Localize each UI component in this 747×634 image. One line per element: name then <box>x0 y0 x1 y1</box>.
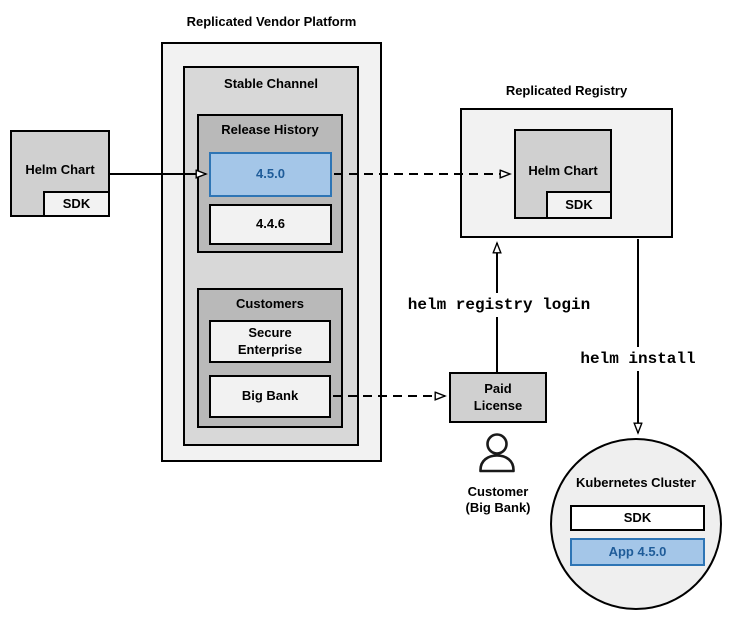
customer-caption: Customer (Big Bank) <box>448 484 548 517</box>
customer-secure-enterprise-label: Secure Enterprise <box>237 325 303 357</box>
cluster-sdk-box: SDK <box>570 505 705 531</box>
customer-secure-enterprise: Secure Enterprise <box>209 320 331 363</box>
customer-detail: (Big Bank) <box>465 500 531 516</box>
cluster-app-box: App 4.5.0 <box>570 538 705 566</box>
customer-big-bank: Big Bank <box>209 375 331 418</box>
vendor-sdk-box: SDK <box>43 191 110 217</box>
customer-person-icon <box>479 433 515 473</box>
customers-title: Customers <box>236 296 304 311</box>
helm-registry-login-command: helm registry login <box>401 293 597 317</box>
platform-title: Replicated Vendor Platform <box>186 14 357 29</box>
paid-license-label: Paid License <box>473 381 523 413</box>
registry-title: Replicated Registry <box>505 83 628 98</box>
helm-install-command: helm install <box>574 347 702 371</box>
stable-channel-title: Stable Channel <box>224 76 318 91</box>
release-4-5-0: 4.5.0 <box>209 152 332 197</box>
vendor-helm-chart-label: Helm Chart <box>25 162 95 178</box>
customer-name: Customer <box>467 484 529 499</box>
paid-license-box: Paid License <box>449 372 547 423</box>
release-history-title: Release History <box>221 122 319 137</box>
kubernetes-cluster-title: Kubernetes Cluster <box>576 475 696 490</box>
registry-helm-chart-label: Helm Chart <box>528 162 598 178</box>
release-4-4-6: 4.4.6 <box>209 204 332 245</box>
registry-sdk-box: SDK <box>546 191 612 219</box>
